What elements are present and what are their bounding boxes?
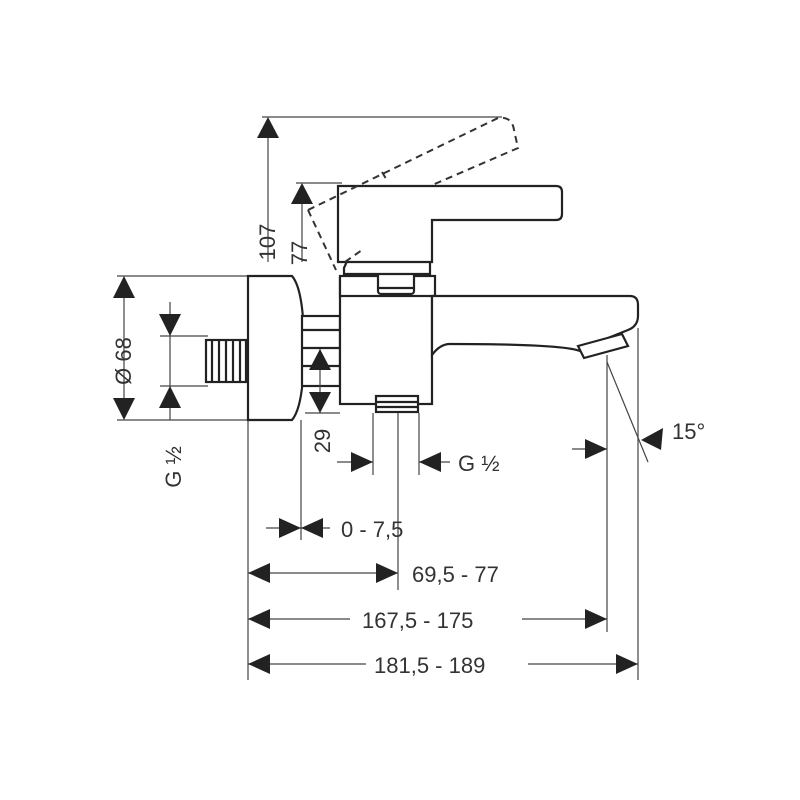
label-height-107: 107 [255, 224, 280, 261]
label-range-167-5-175: 167,5 - 175 [362, 608, 473, 633]
label-angle-15: 15° [672, 419, 705, 444]
diverter [374, 394, 420, 414]
dimension-lines [113, 117, 663, 674]
label-range-181-5-189: 181,5 - 189 [374, 653, 485, 678]
wall-flange [246, 274, 306, 422]
extension-lines [117, 116, 649, 680]
aerator [576, 332, 630, 360]
label-thread-bottom: G ½ [458, 451, 500, 476]
lever-open-position [307, 116, 520, 271]
label-thread-left: G ½ [161, 446, 186, 488]
thread-connector [204, 338, 248, 384]
label-offset-29: 29 [310, 429, 335, 453]
faucet-body [204, 116, 640, 422]
label-height-77: 77 [287, 241, 312, 265]
label-diameter-68: Ø 68 [111, 337, 136, 385]
lever-handle [336, 184, 564, 264]
label-range-69-5-77: 69,5 - 77 [412, 562, 499, 587]
label-range-0-7-5: 0 - 7,5 [341, 517, 403, 542]
